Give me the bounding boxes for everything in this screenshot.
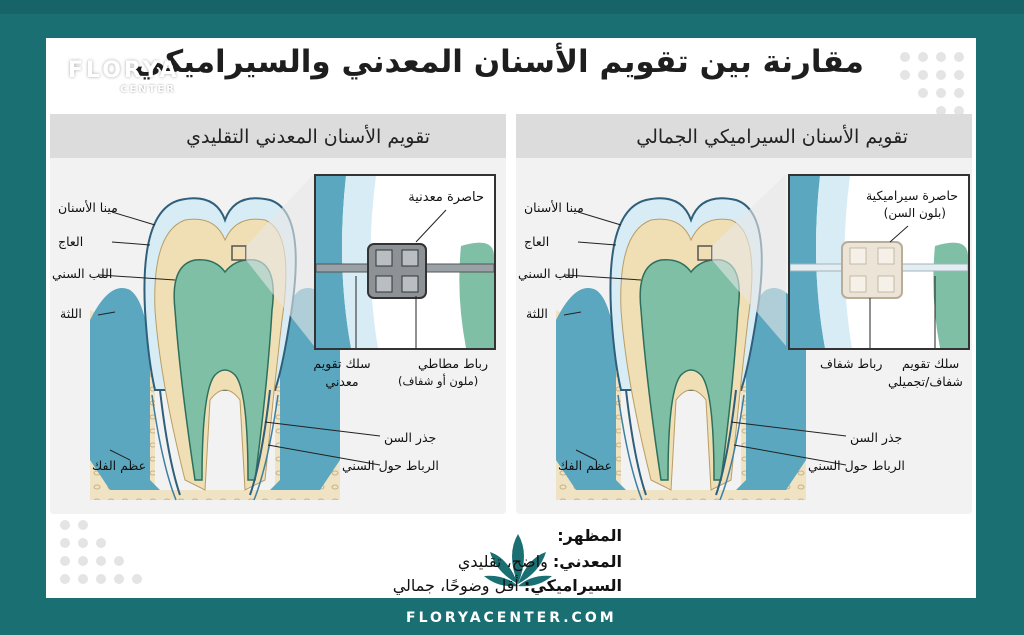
metal-elastic-label-1: رباط مطاطي bbox=[418, 356, 488, 371]
ceramic-enamel-label: مينا الأسنان bbox=[524, 200, 584, 215]
ceramic-ligament-label: الرباط حول السني bbox=[808, 458, 905, 473]
metal-bracket-zoom: حاصرة معدنية bbox=[314, 174, 496, 350]
ceramic-tooth-illustration bbox=[556, 174, 847, 501]
ceramic-wire-label-2: شفاف/تجميلي bbox=[888, 374, 963, 389]
gum bbox=[90, 288, 160, 490]
ceramic-elastic-label: رباط شفاف bbox=[820, 356, 883, 371]
metal-enamel-label: مينا الأسنان bbox=[58, 200, 118, 215]
metal-appearance-text: واضح، تقليدي bbox=[457, 552, 548, 571]
ceramic-appearance-row: السيراميكي: أقل وضوحًا، جمالي bbox=[393, 576, 622, 595]
ceramic-bracket-label-1: حاصرة سيراميكية bbox=[865, 188, 958, 203]
metal-tooth-illustration bbox=[90, 174, 381, 501]
metal-card-title: تقويم الأسنان المعدني التقليدي bbox=[186, 126, 430, 148]
root-outline bbox=[625, 389, 737, 496]
metal-bracket-label: حاصرة معدنية bbox=[408, 190, 484, 205]
metal-wire-label-2: معدني bbox=[325, 374, 359, 389]
ceramic-appearance-label: السيراميكي: bbox=[523, 576, 622, 595]
metal-gum-label: اللثة bbox=[60, 306, 82, 321]
ceramic-card-title: تقويم الأسنان السيراميكي الجمالي bbox=[636, 126, 908, 148]
metal-elastic-label-2: (ملون أو شفاف) bbox=[398, 374, 479, 388]
ceramic-wire-label-1: سلك تقويم bbox=[902, 356, 960, 371]
periodontal-ligament bbox=[617, 394, 745, 501]
metal-pulp-label: اللب السني bbox=[52, 266, 113, 281]
metal-ligament-label: الرباط حول السني bbox=[342, 458, 439, 473]
ceramic-pulp-label: اللب السني bbox=[518, 266, 579, 281]
website-url: FLORYACENTER.COM bbox=[406, 610, 617, 626]
appearance-heading: المظهر: bbox=[557, 526, 622, 545]
periodontal-ligament bbox=[151, 394, 279, 501]
metal-dentin-label: العاج bbox=[58, 234, 84, 249]
ceramic-card-header bbox=[516, 114, 972, 158]
ceramic-bracket-label-2: (بلون السن) bbox=[883, 206, 946, 220]
frame-top-bar bbox=[0, 0, 1024, 14]
ceramic-appearance-text: أقل وضوحًا، جمالي bbox=[392, 576, 519, 595]
ceramic-dentin-label: العاج bbox=[524, 234, 550, 249]
lotus-logo-icon bbox=[484, 534, 552, 587]
metal-card-header bbox=[50, 114, 506, 158]
brand-logo: FLORYA bbox=[68, 58, 180, 83]
metal-appearance-label: المعدني: bbox=[552, 552, 622, 571]
ceramic-bone-label: عظم الفك bbox=[558, 458, 613, 473]
ceramic-bracket-zoom-art bbox=[790, 176, 968, 348]
metal-bone-label: عظم الفك bbox=[92, 458, 147, 473]
metal-wire-label-1: سلك تقويم bbox=[313, 356, 371, 371]
ceramic-bracket-zoom: حاصرة سيراميكية (بلون السن) bbox=[788, 174, 970, 350]
metal-bracket-zoom-art bbox=[316, 176, 494, 348]
ceramic-root-label: جذر السن bbox=[850, 430, 903, 445]
page-title: مقارنة بين تقويم الأسنان المعدني والسيرا… bbox=[133, 44, 864, 80]
gum bbox=[556, 288, 626, 490]
metal-appearance-row: المعدني: واضح، تقليدي bbox=[458, 552, 622, 571]
root-outline bbox=[159, 389, 271, 496]
ceramic-gum-label: اللثة bbox=[526, 306, 548, 321]
brand-logo-sub: CENTER bbox=[120, 84, 176, 95]
metal-root-label: جذر السن bbox=[384, 430, 437, 445]
